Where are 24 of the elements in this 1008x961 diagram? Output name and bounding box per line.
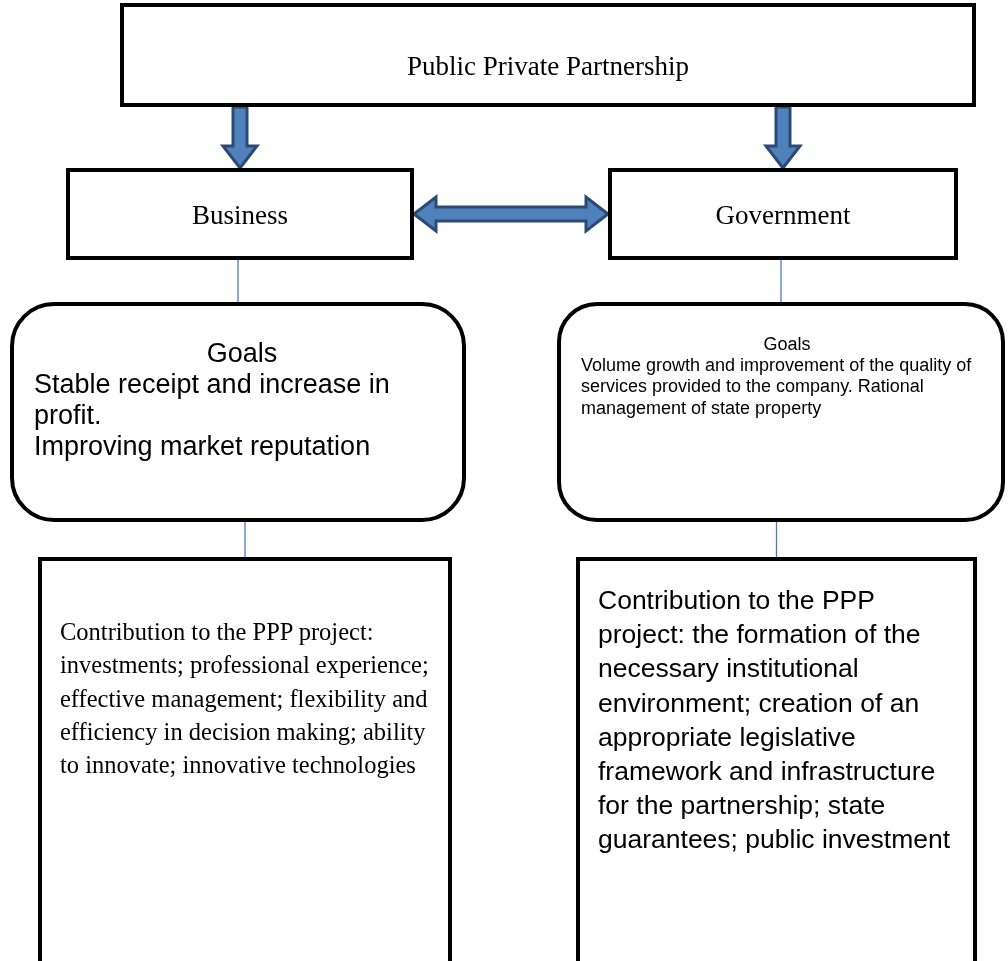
process-box	[120, 3, 976, 107]
process-box	[38, 557, 452, 961]
box-text: Business	[191, 200, 289, 232]
box-heading: Goals	[762, 334, 812, 355]
box-text: Contribution to the PPP project: investments; professional experience; effective management; flexibility and efficiency in decision making; ability to innovate; innovative technologies	[60, 617, 430, 781]
process-box	[66, 168, 414, 260]
box-text: Volume growth and improvement of the quality of services provided to the company. Rational management of state property	[581, 354, 973, 420]
rounded-box	[10, 302, 466, 522]
process-box	[576, 557, 977, 961]
block-arrow	[219, 105, 261, 171]
connector-line	[780, 259, 782, 303]
box-text: Public Private Partnership	[406, 51, 690, 83]
connector-line	[775, 521, 778, 558]
connector-line	[237, 259, 239, 303]
box-text: Government	[714, 200, 852, 232]
connector-line	[244, 521, 246, 558]
block-arrow	[762, 105, 804, 171]
box-text: Contribution to the PPP project: the formation of the necessary institutional environment; creation of an appropriate legislative framework and infrastructure for the partnership; state guarantees; public investment	[598, 584, 952, 857]
box-text: Improving market reputation	[34, 431, 372, 463]
process-box	[608, 168, 958, 260]
rounded-box	[557, 302, 1005, 522]
block-arrow	[411, 193, 611, 235]
box-text: Stable receipt and increase in profit.	[34, 369, 391, 432]
box-heading: Goals	[205, 338, 279, 370]
